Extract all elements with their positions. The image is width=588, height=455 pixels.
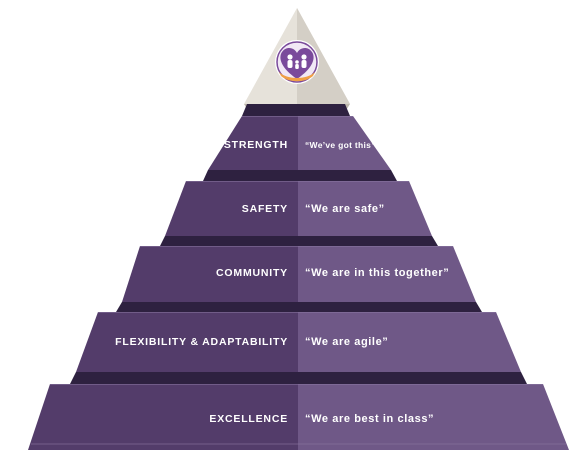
family-heart-hand-icon xyxy=(275,40,319,84)
tier-name-strength: STRENGTH xyxy=(224,139,288,151)
tier-highlights xyxy=(50,116,543,385)
tier-name-community: COMMUNITY xyxy=(216,267,288,279)
pyramid-tier-strength: STRENGTH “We’ve got this” xyxy=(203,104,397,181)
pyramid-tier-flexibility: FLEXIBILITY & ADAPTABILITY “We are agile… xyxy=(70,312,527,384)
tier-name-flexibility: FLEXIBILITY & ADAPTABILITY xyxy=(115,336,288,348)
pyramid-apex xyxy=(244,8,350,112)
tier-motto-flexibility: “We are agile” xyxy=(305,336,388,348)
tier-motto-safety: “We are safe” xyxy=(305,203,385,215)
tier-motto-strength: “We’ve got this” xyxy=(305,140,376,150)
tier-motto-community: “We are in this together” xyxy=(305,267,449,279)
tier-name-safety: SAFETY xyxy=(242,203,288,215)
pyramid-tier-safety: SAFETY “We are safe” xyxy=(160,181,438,246)
tier-motto-excellence: “We are best in class” xyxy=(305,413,434,425)
tier-name-excellence: EXCELLENCE xyxy=(209,413,288,425)
pyramid-tier-excellence: EXCELLENCE “We are best in class” xyxy=(28,384,569,450)
pyramid-tier-community: COMMUNITY “We are in this together” xyxy=(116,246,482,312)
